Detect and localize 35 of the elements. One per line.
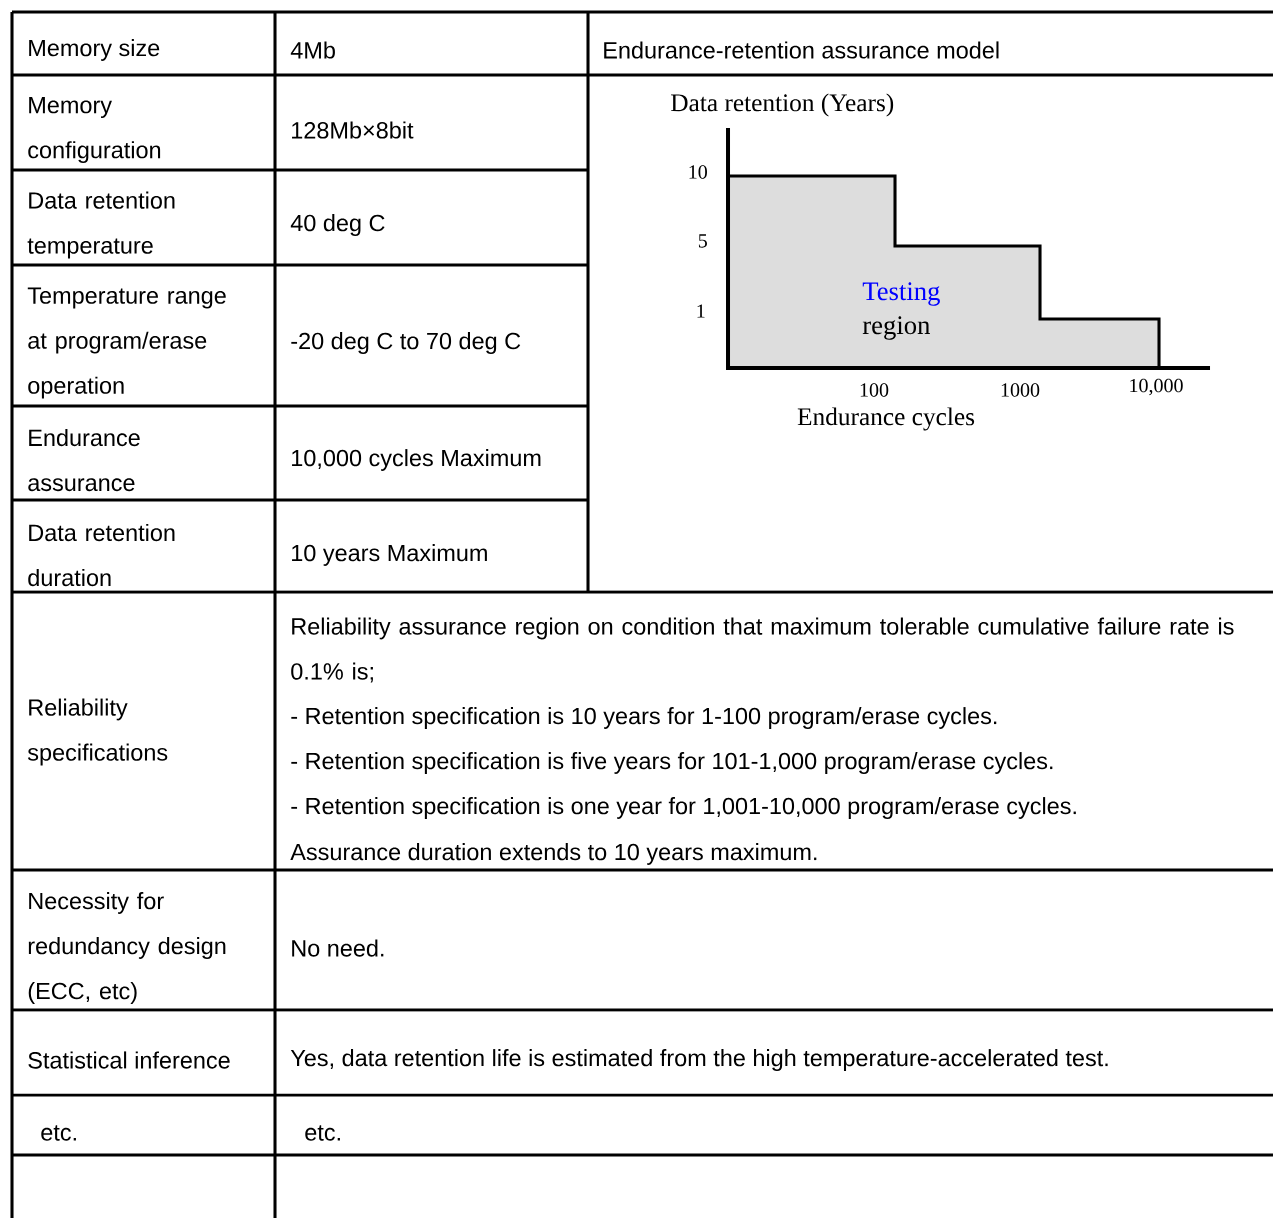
table-cell: 10,000 cycles Maximum (292, 449, 541, 471)
table-cell: Assurance duration extends to 10 years maximum. (290, 843, 817, 865)
table-cell: Yes, data retention life is estimated from the high temperature-accelerated test. (290, 1049, 1108, 1071)
table-cell: No need. (292, 939, 384, 957)
table-cell: - Retention specification is one year for 1,001-10,000 program/erase cycles. (291, 797, 1076, 819)
table-cell: Temperature range at program/erase operation (27, 287, 226, 399)
table-cell: Memory configuration (28, 97, 161, 163)
table-cell: Reliability specifications (27, 698, 168, 766)
axis-title: Data retention (Years) (671, 93, 894, 117)
table-cell: - Retention specification is five years for 101-1,000 program/erase cycles. (291, 752, 1053, 774)
table-cell: Data retention temperature (27, 191, 175, 259)
table-cell: Data retention duration (28, 523, 175, 587)
table-cell: 4Mb (290, 41, 335, 59)
table-cell: Necessity for redundancy design (ECC, etc) (28, 892, 226, 1004)
table-cell: Memory size (29, 39, 160, 61)
tick-label: 5 (698, 234, 707, 248)
tick-label: 10,000 (1130, 378, 1183, 396)
table-cell: - Retention specification is 10 years for 1-100 program/erase cycles. (291, 707, 997, 729)
region-label: Testing (862, 282, 940, 306)
table-cell: etc. (305, 1125, 340, 1141)
table-cell: 10 years Maximum (292, 544, 487, 566)
tick-label: 100 (860, 383, 889, 397)
table-cell: Statistical inference (28, 1051, 230, 1069)
table-cell: Reliability assurance region on condition that maximum tolerable cumulative failure rate is 0.1% is; (291, 617, 1234, 683)
table-cell: 40 deg C (290, 214, 385, 236)
tick-label: 1 (697, 304, 705, 318)
region-label: region (862, 316, 930, 340)
tick-label: 10 (689, 165, 707, 179)
tick-label: 1000 (1001, 383, 1040, 397)
table-cell: 128Mb×8bit (292, 121, 414, 139)
chart-heading: Endurance-retention assurance model (604, 41, 999, 59)
table-cell: etc. (41, 1125, 76, 1141)
table-cell: Endurance assurance (28, 428, 140, 492)
axis-title: Endurance cycles (797, 407, 975, 431)
table-cell: -20 deg C to 70 deg C (291, 332, 521, 354)
